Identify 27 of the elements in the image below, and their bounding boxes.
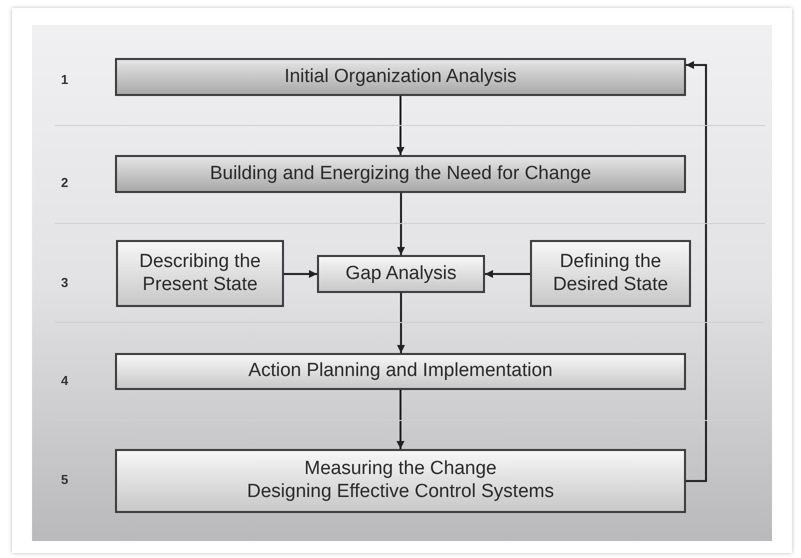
process-box: [116, 240, 284, 307]
arrow: [485, 270, 530, 278]
process-box: [115, 353, 686, 390]
box-text: Describing the Present State: [138, 250, 262, 296]
step-number: 4: [61, 373, 68, 388]
box-text: Gap Analysis: [346, 262, 456, 286]
process-box: [530, 240, 691, 307]
box-text: Defining the Desired State: [552, 250, 670, 296]
arrow: [686, 61, 707, 482]
step-number: 3: [61, 275, 68, 290]
arrow: [397, 193, 405, 255]
arrow: [396, 96, 404, 155]
box-text: Designing Effective Control Systems: [247, 481, 554, 504]
box-text: Initial Organization Analysis: [284, 66, 517, 88]
arrow: [397, 293, 405, 353]
step-number: 5: [61, 472, 68, 487]
arrow: [396, 390, 404, 449]
arrow: [284, 270, 317, 278]
process-box: [115, 155, 686, 193]
box-text: Building and Energizing the Need for Change: [210, 162, 592, 186]
process-box: [317, 255, 485, 293]
process-box: [115, 58, 686, 96]
step-number: 2: [61, 175, 68, 190]
box-text: Action Planning and Implementation: [248, 360, 553, 383]
step-number: 1: [61, 72, 68, 87]
process-box: [115, 449, 686, 513]
box-text: Measuring the Change: [304, 458, 497, 481]
